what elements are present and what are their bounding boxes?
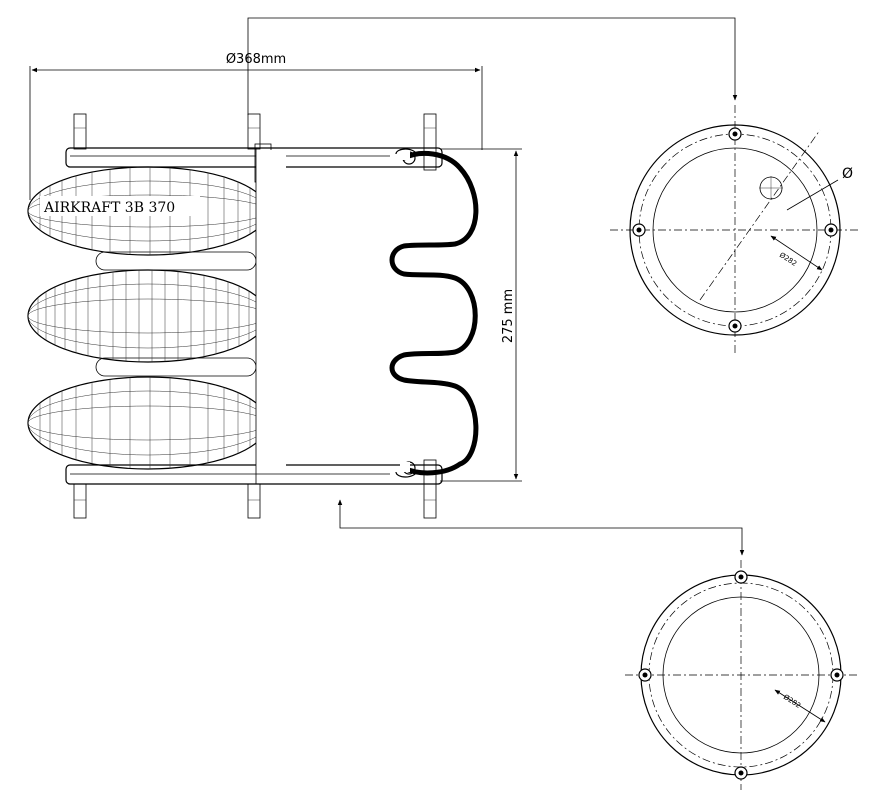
height-dimension: 275 mm [440,148,522,482]
product-label: AIRKRAFT 3B 370 [43,200,175,216]
bolt-hole [734,766,748,780]
bottom-plate-view: Ø282 [625,560,860,790]
bottom-plate-leader [337,499,745,556]
bellow-cross-section [389,148,479,478]
rubber-profile [389,150,479,476]
bolt-hole [632,223,646,237]
top-stud-right [423,113,437,171]
diameter-dimension: Ø368mm [29,52,483,200]
top-stud-left [73,113,87,150]
bottom-plate-pcd-label: Ø282 [782,693,802,710]
diameter-label: Ø368mm [226,52,286,67]
top-stud-center [247,113,261,150]
bolt-hole [734,570,748,584]
bolt-hole [728,127,742,141]
bottom-stud-right [423,459,437,519]
bolt-hole [728,319,742,333]
convolution-2 [27,260,286,380]
bellow-side-view: AIRKRAFT 3B 370 [27,113,443,519]
top-plate [65,147,443,168]
bolt-hole [638,668,652,682]
port-diameter-label: Ø [842,166,853,182]
bolt-hole [824,223,838,237]
air-inlet-port: Ø [759,166,853,211]
top-plate-leader [247,17,738,115]
girdle-ring-upper [95,251,257,271]
height-label: 275 mm [501,289,516,343]
convolution-3 [27,370,286,470]
bottom-stud-left [73,483,87,519]
bolt-hole [830,668,844,682]
top-plate-view: Ø Ø282 [610,105,860,355]
bottom-stud-center [247,483,261,519]
top-plate-pcd-label: Ø282 [778,251,798,268]
